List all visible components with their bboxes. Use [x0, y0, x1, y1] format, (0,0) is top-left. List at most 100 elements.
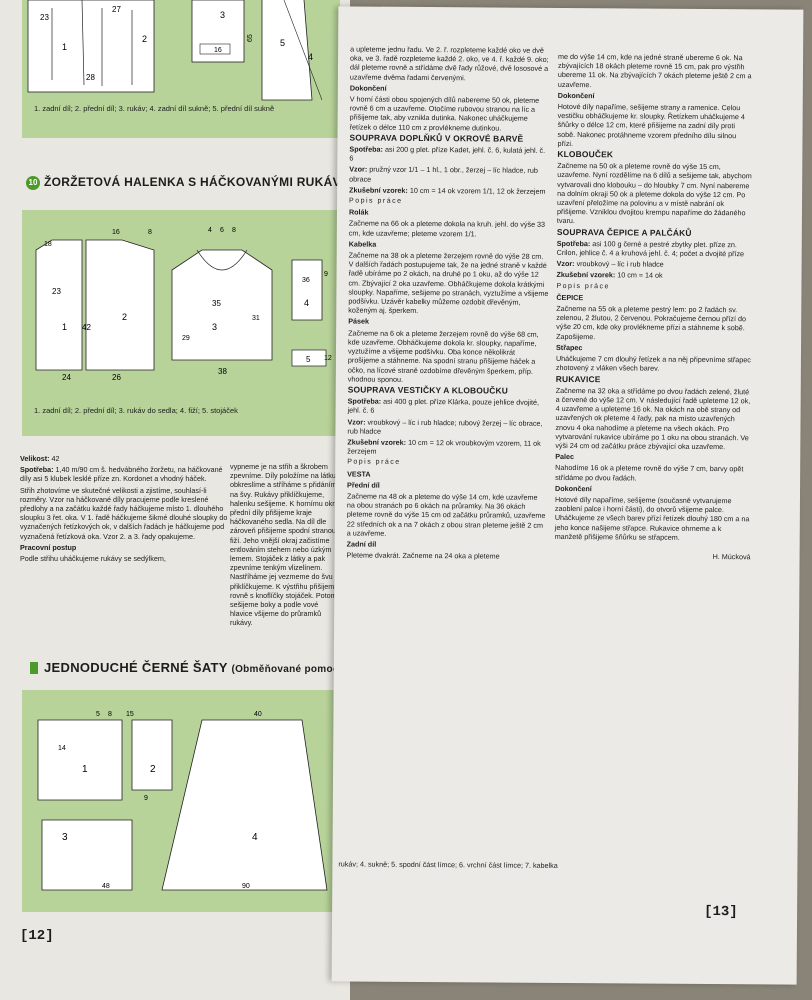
svg-text:8: 8	[148, 229, 152, 236]
spec-value: vroubkový – líc i rub hladce	[574, 259, 664, 269]
body-paragraph: a upleteme jednu řadu. Ve 2. ř. rozplete…	[349, 44, 549, 82]
svg-text:16: 16	[112, 229, 120, 236]
left-text-paragraph: Spotřeba: 1,40 m/90 cm š. hedvábného žor…	[20, 465, 228, 483]
svg-text:5: 5	[306, 355, 311, 364]
svg-text:1: 1	[62, 42, 67, 52]
spec-value: vroubkový – líc i rub hladce; rubový žer…	[347, 417, 543, 436]
right-column-1: a upleteme jednu řadu. Ve 2. ř. rozplete…	[347, 44, 551, 563]
svg-text:26: 26	[112, 373, 121, 382]
subheading: Zadní díl	[346, 539, 377, 549]
dress-pattern-panel: 5 8 15 40 1 2 3 4 90 48 14 9	[22, 690, 340, 912]
svg-text:65: 65	[247, 34, 254, 42]
body-paragraph: Uháčkujeme 7 cm dlouhý řetízek a na něj …	[555, 354, 751, 373]
svg-text:12: 12	[324, 355, 332, 362]
section-10-number: 10	[26, 176, 40, 190]
subheading: Dokončení	[349, 83, 387, 93]
left-text-paragraph: Velikost: 42	[20, 454, 228, 463]
svg-text:9: 9	[324, 271, 328, 278]
section-10-title: ŽORŽETOVÁ HALENKA S HÁČKOVANÝMI RUKÁVY	[44, 175, 350, 189]
body-paragraph: Začneme na 48 ok a pleteme do výše 14 cm…	[346, 491, 546, 538]
body-paragraph: Začneme na 55 ok a pleteme pestrý lem: p…	[556, 303, 747, 341]
svg-text:1: 1	[82, 764, 88, 775]
body-paragraph: V horní části obou spojených dílů nabere…	[349, 94, 540, 133]
spec-label: Zkušební vzorek:	[556, 270, 616, 280]
subheading: Přední díl	[347, 480, 380, 490]
svg-text:29: 29	[182, 335, 190, 342]
svg-text:14: 14	[58, 745, 66, 752]
svg-text:42: 42	[82, 323, 91, 332]
spec-label: Zkušební vzorek:	[347, 437, 407, 447]
svg-text:2: 2	[150, 764, 156, 775]
body-paragraph: Začneme na 32 oka a střídáme po dvou řad…	[555, 385, 751, 452]
spec-line: Spotřeba: asi 100 g černé a pestré zbytk…	[557, 239, 753, 259]
subheading: Pásek	[348, 316, 370, 327]
top-figure-caption: 1. zadní díl; 2. přední díl; 3. rukáv; 4…	[34, 104, 275, 113]
svg-text:3: 3	[220, 10, 225, 20]
section-11-title-text: JEDNODUCHÉ ČERNÉ ŠATY	[44, 660, 228, 675]
svg-text:8: 8	[108, 711, 112, 718]
spec-label: Vzor:	[349, 164, 368, 175]
top-pattern-diagram: 23 27 28 1 2 3 16 65 5 4	[27, 0, 323, 101]
svg-text:3: 3	[62, 832, 68, 843]
svg-text:24: 24	[62, 373, 71, 382]
svg-text:4: 4	[304, 298, 309, 308]
section-divider-label: Popis práce	[347, 458, 401, 467]
body-paragraph: Začneme na 50 ok a pleteme rovně do výše…	[556, 161, 752, 226]
spec-label: Zkušební vzorek:	[349, 185, 408, 195]
section-heading: KLOBOUČEK	[557, 148, 614, 160]
svg-text:9: 9	[144, 795, 148, 802]
section-11-title: JEDNODUCHÉ ČERNÉ ŠATY (Obměňované pomocí…	[44, 660, 376, 675]
spec-value: 10 cm = 14 ok	[615, 270, 663, 281]
svg-text:36: 36	[302, 277, 310, 284]
body-paragraph: Pleteme dvakrát. Začneme na 24 oka a ple…	[346, 550, 500, 561]
left-text-paragraph: Střih zhotovíme ve skutečné velikosti a …	[20, 486, 228, 541]
subheading: Rolák	[348, 207, 369, 217]
section-heading: SOUPRAVA VESTIČKY A KLOBOUČKU	[347, 384, 509, 396]
left-text-paragraph: Pracovní postup	[20, 543, 228, 552]
blouse-pattern-diagram: 18 16 8 4 6 8 23 1 42 2 26 24 35 3 38 31…	[35, 227, 332, 382]
left-text-body: Podle střihu uháčkujeme rukávy se sedýlk…	[20, 554, 166, 564]
svg-text:38: 38	[218, 367, 227, 376]
subheading: VESTA	[347, 468, 371, 479]
subheading: Dokončení	[557, 90, 595, 100]
subheading: Kabelka	[348, 239, 377, 249]
spec-line: Zkušební vzorek: 10 cm = 12 ok vroubkový…	[347, 437, 547, 457]
subheading: Palec	[555, 452, 575, 462]
spec-line: Vzor: pružný vzor 1/1 – 1 hl., 1 obr., ž…	[349, 165, 549, 185]
left-text-body: Střih zhotovíme ve skutečné velikosti a …	[20, 485, 228, 541]
left-text-b: vypneme je na střih a škrobem zpevníme. …	[230, 462, 342, 628]
svg-text:28: 28	[86, 73, 95, 82]
subheading: ČEPICE	[556, 292, 584, 302]
svg-text:31: 31	[252, 315, 260, 322]
left-text-label: Velikost:	[20, 454, 50, 463]
svg-text:4: 4	[208, 227, 212, 234]
svg-text:3: 3	[212, 322, 217, 332]
svg-text:23: 23	[52, 287, 61, 296]
spec-label: Spotřeba:	[349, 144, 383, 154]
right-column-2: me do výše 14 cm, kde na jedné straně ub…	[555, 52, 755, 564]
left-text-body: 42	[49, 454, 60, 463]
dress-pattern-diagram: 5 8 15 40 1 2 3 4 90 48 14 9	[37, 711, 328, 891]
subheading: Střapec	[556, 342, 583, 352]
top-pattern-panel: 23 27 28 1 2 3 16 65 5 4	[22, 0, 340, 138]
section-11-subtitle: (Obměňované pomocí límce)	[231, 664, 376, 675]
body-paragraph: Hotové díly napaříme, sešijeme strany a …	[557, 101, 745, 148]
spec-line: Zkušební vzorek: 10 cm = 14 ok vzorem 1/…	[349, 185, 549, 196]
svg-text:15: 15	[126, 711, 134, 718]
subheading: Dokončení	[555, 483, 592, 493]
left-text-label: Pracovní postup	[20, 542, 77, 552]
left-text-label: Spotřeba:	[20, 465, 54, 475]
blouse-pattern-panel: 18 16 8 4 6 8 23 1 42 2 26 24 35 3 38 31…	[22, 210, 340, 436]
spec-value: pružný vzor 1/1 – 1 hl., 1 obr., žerzej …	[349, 165, 538, 184]
svg-text:27: 27	[112, 5, 121, 14]
spec-label: Spotřeba:	[556, 238, 591, 249]
section-divider-label: Popis práce	[556, 282, 610, 290]
bottom-caption: rukáv; 4. sukně; 5. spodní část límce; 6…	[338, 859, 558, 870]
svg-text:35: 35	[212, 299, 221, 308]
body-paragraph: Začneme na 6 ok a pleteme žerzejem rovně…	[347, 328, 539, 384]
svg-text:1: 1	[62, 322, 67, 332]
body-paragraph: Začneme na 38 ok a pleteme žerzejem rovn…	[348, 250, 549, 316]
svg-text:2: 2	[122, 312, 127, 322]
body-paragraph: Nahodíme 16 ok a pleteme rovně do výše 7…	[555, 463, 744, 483]
